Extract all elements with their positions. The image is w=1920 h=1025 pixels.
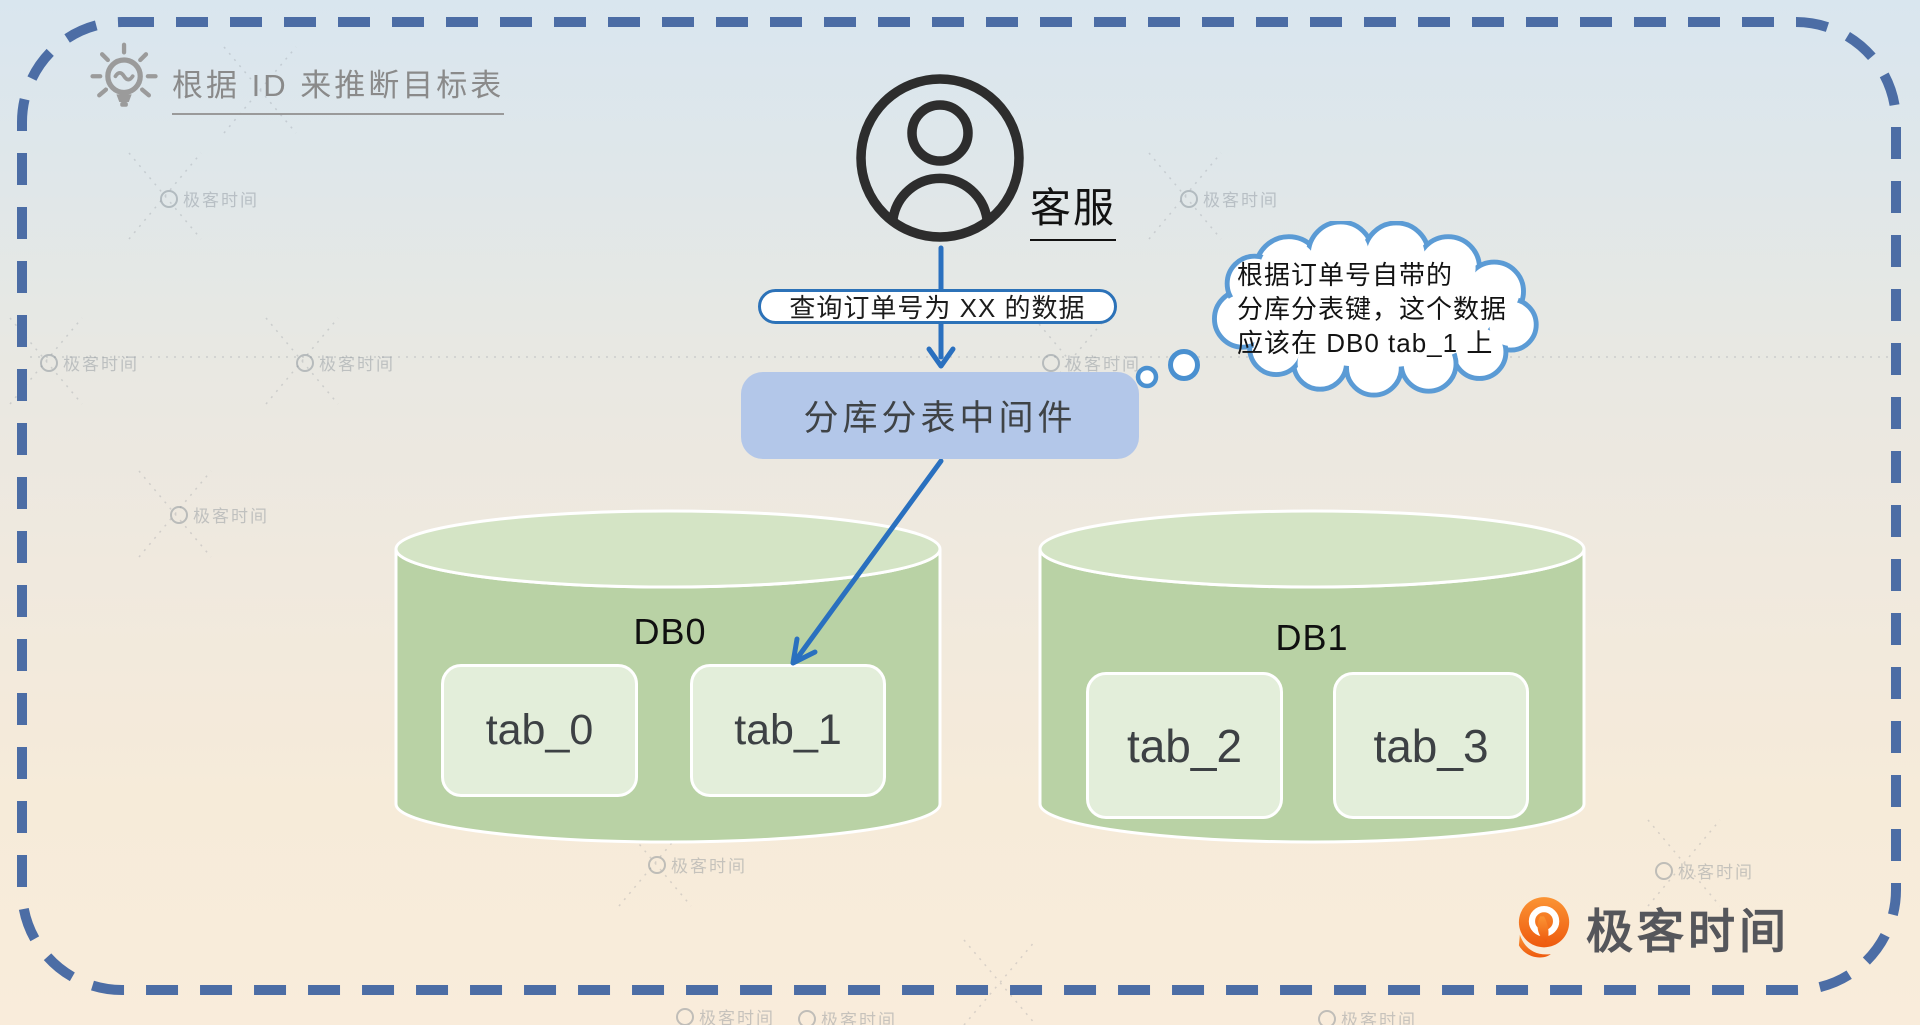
watermark: 极客时间 (798, 1006, 897, 1025)
watermark-logo-icon (798, 1009, 816, 1025)
geektime-logo-text: 极客时间 (1586, 905, 1790, 958)
watermark-logo-icon (296, 353, 314, 372)
watermark: 极客时间 (1180, 186, 1279, 211)
watermark-logo-icon (170, 505, 188, 524)
thought-line-1: 根据订单号自带的 (1237, 260, 1454, 290)
thought-line-3: 应该在 DB0 tab_1 上 (1237, 328, 1494, 358)
geektime-logo: 极客时间 (1516, 893, 1790, 962)
watermark: 极客时间 (40, 350, 139, 375)
watermark-logo-icon (1042, 353, 1060, 372)
thought-line-2: 分库分表键，这个数据 (1237, 294, 1508, 324)
watermark-logo-icon (1180, 189, 1198, 208)
geektime-logo-icon (1518, 896, 1570, 957)
watermark: 极客时间 (1318, 1006, 1417, 1025)
middleware-node: 分库分表中间件 (741, 372, 1139, 459)
table-node-tab2: tab_2 (1086, 672, 1283, 819)
watermark: 极客时间 (170, 502, 269, 527)
table-node-tab1: tab_1 (690, 664, 886, 797)
watermark: 极客时间 (160, 186, 259, 211)
lightbulb-icon (90, 42, 158, 107)
watermark-logo-icon (1318, 1009, 1336, 1025)
page-title: 根据 ID 来推断目标表 (172, 60, 505, 115)
person-icon (856, 74, 1024, 242)
actor-label: 客服 (1030, 174, 1116, 241)
thought-text: 根据订单号自带的 分库分表键，这个数据 应该在 DB0 tab_1 上 (1237, 258, 1507, 360)
watermark: 极客时间 (676, 1004, 775, 1025)
watermark: 极客时间 (1655, 858, 1754, 883)
table-node-tab3: tab_3 (1333, 672, 1529, 819)
db0-label: DB0 (633, 611, 707, 652)
watermark-logo-icon (676, 1007, 694, 1025)
table-node-tab0: tab_0 (441, 664, 638, 797)
watermark: 极客时间 (648, 852, 747, 877)
query-pill: 查询订单号为 XX 的数据 (758, 289, 1117, 324)
watermark: 极客时间 (296, 350, 395, 375)
watermark-logo-icon (648, 855, 666, 874)
watermark-logo-icon (160, 189, 178, 208)
watermark-logo-icon (1655, 861, 1673, 880)
db1-label: DB1 (1275, 617, 1349, 658)
watermark-logo-icon (40, 353, 58, 372)
